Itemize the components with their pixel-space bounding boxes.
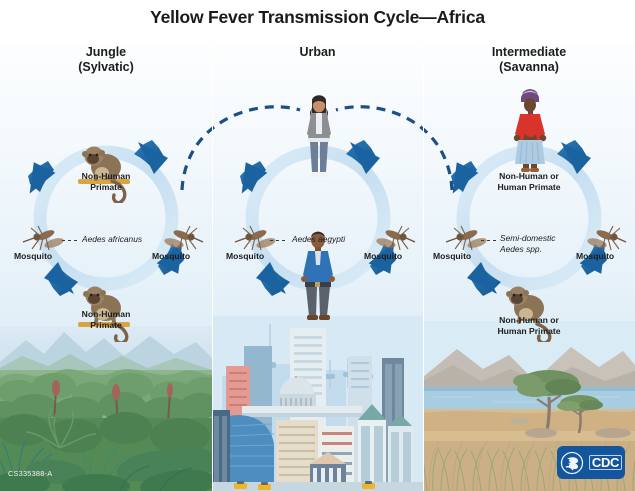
host-label-line2: Primate [90,319,122,330]
woman-icon [299,90,339,187]
host-label-line1: Non-Human or [499,315,559,325]
panel-jungle: Jungle (Sylvatic) [0,40,212,491]
mosquito-icon [22,225,66,258]
host-label-line1: Non-Human [81,171,131,181]
cdc-logo[interactable]: CDC [557,446,625,479]
cdc-logo-text: CDC [588,455,623,470]
transmission-cycle-jungle [26,118,186,318]
mosquito-icon [160,225,204,258]
host-label-bottom-jungle: Non-Human Primate [46,309,166,330]
monkey-icon [497,272,561,347]
panel-header-line1: Urban [299,45,336,59]
host-label-line1: Non-Human or [499,171,559,181]
monkey-icon [74,272,138,347]
vector-label-right-savanna: Mosquito [576,251,615,261]
panel-header-line1: Jungle [85,45,127,59]
mosquito-icon [372,225,416,258]
panel-header-urban: Urban [212,45,423,60]
host-label-line1: Non-Human [81,309,131,319]
species-line1: Semi-domestic [500,233,556,243]
man-icon [297,227,339,328]
vector-label-right-urban: Mosquito [364,251,403,261]
page-title: Yellow Fever Transmission Cycle—Africa [150,7,485,27]
species-connector-dashes-jungle [62,240,78,241]
jungle-scene [0,326,212,491]
vector-label-left-urban: Mosquito [226,251,265,261]
catalog-code: CS335388-A [8,469,53,478]
hhs-seal-icon [560,451,584,474]
panel-divider [212,40,213,491]
panel-divider [423,40,424,491]
mosquito-icon [583,225,627,258]
species-label-savanna: Semi-domestic Aedes spp. [500,233,555,254]
panel-header-line1: Intermediate [491,45,567,59]
vector-label-right-jungle: Mosquito [152,251,191,261]
monkey-icon [74,133,138,208]
panel-header-line2: (Sylvatic) [78,60,134,74]
savanna-scene [423,321,635,491]
species-line1: Aedes africanus [82,234,143,244]
species-connector-dashes-urban [270,240,288,241]
host-label-line2: Human Primate [497,181,561,192]
species-label-jungle: Aedes africanus [82,234,142,245]
host-label-bottom-savanna: Non-Human or Human Primate [469,315,589,336]
panel-savanna: Intermediate (Savanna) [423,40,635,491]
city-skyline-scene [212,316,423,491]
species-line1: Aedes aegypti [292,234,346,244]
species-line2: Aedes spp. [500,243,542,254]
panel-header-jungle: Jungle (Sylvatic) [0,45,212,75]
species-label-urban: Aedes aegypti [292,234,345,245]
vector-label-left-savanna: Mosquito [433,251,472,261]
panel-header-line2: (Savanna) [499,60,559,74]
host-label-top-jungle: Non-Human Primate [46,171,166,192]
species-connector-dashes-savanna [481,240,497,241]
african-woman-icon [509,88,551,179]
host-label-top-savanna: Non-Human or Human Primate [469,171,589,192]
host-label-line2: Human Primate [497,325,561,336]
panel-urban: Urban [212,40,423,491]
vector-label-left-jungle: Mosquito [14,251,53,261]
panel-header-savanna: Intermediate (Savanna) [423,45,635,75]
host-label-line2: Primate [90,181,122,192]
